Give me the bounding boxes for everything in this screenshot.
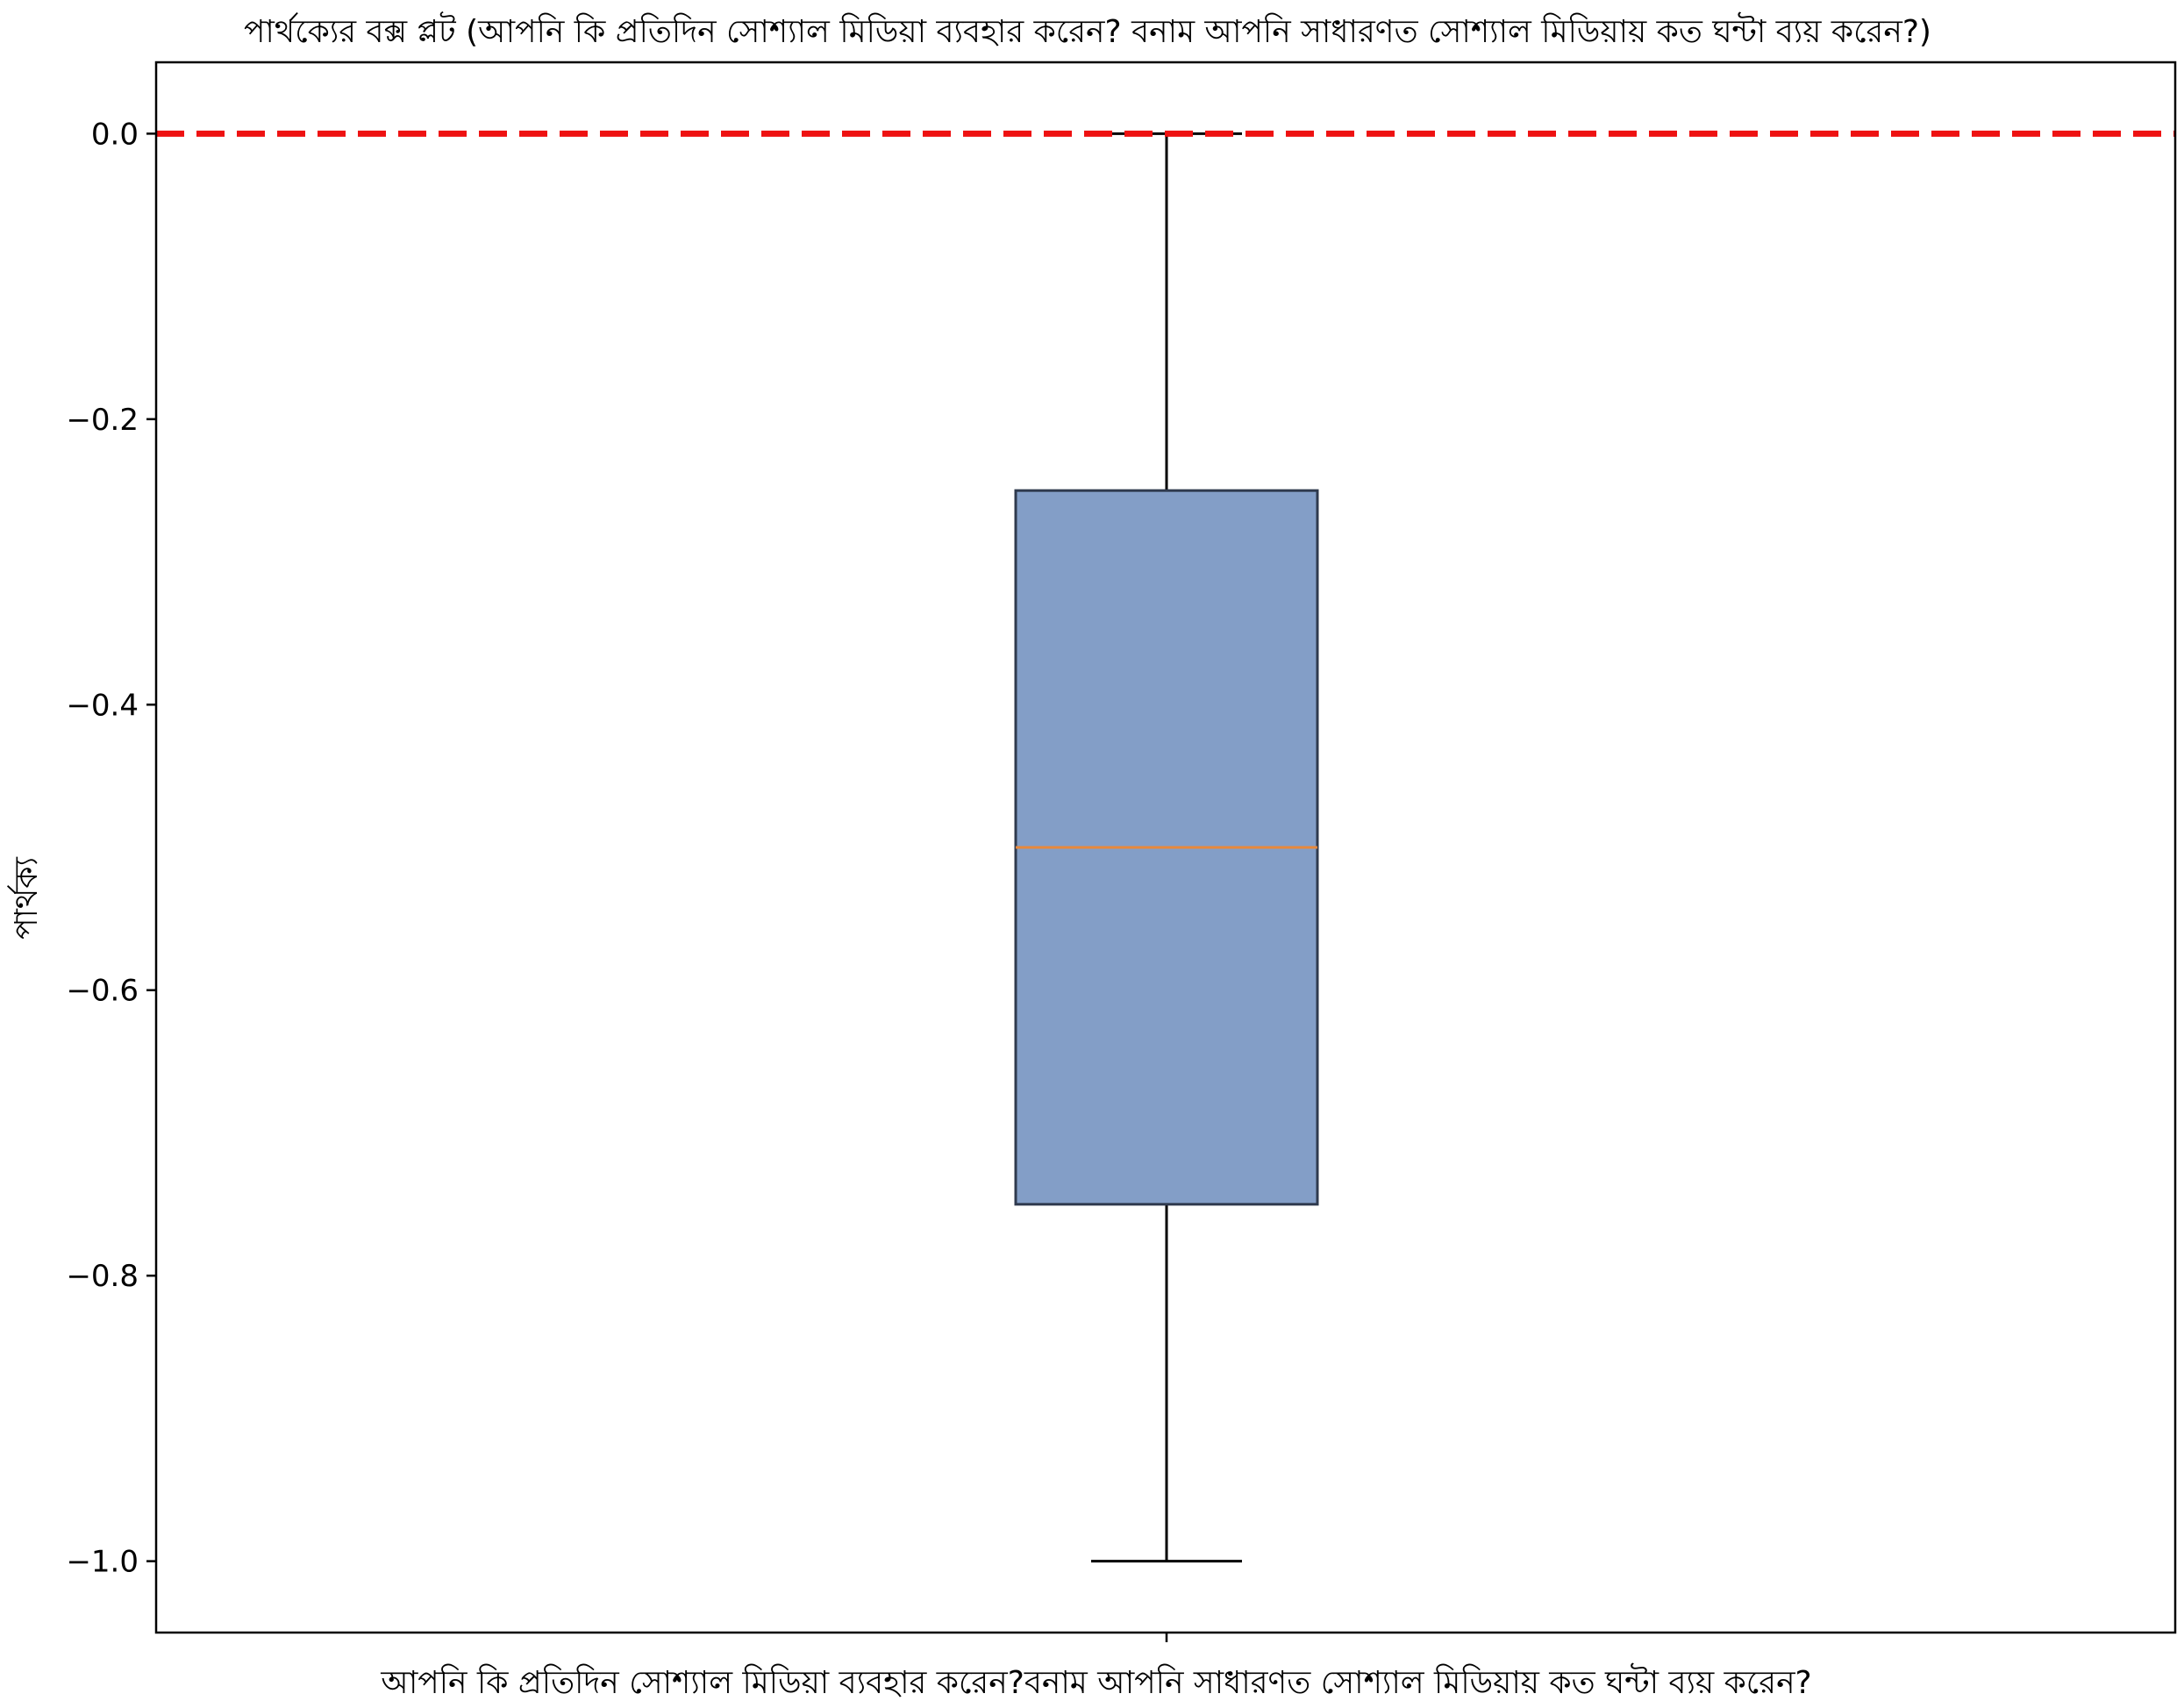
y-axis: 0.0 −0.2 −0.4 −0.6 −0.8 −1.0 xyxy=(66,117,156,1580)
y-tick-label: 0.0 xyxy=(91,117,139,152)
y-tick-label: −0.2 xyxy=(66,403,139,438)
y-tick-label: −1.0 xyxy=(66,1545,139,1580)
y-axis-label: পার্থক্য xyxy=(7,857,45,940)
y-tick-label: −0.8 xyxy=(66,1259,139,1294)
y-tick-label: −0.6 xyxy=(66,974,139,1009)
x-axis-label: আপনি কি প্রতিদিন সোশ্যাল মিডিয়া ব্যবহার… xyxy=(380,1663,1811,1701)
plot-area xyxy=(156,130,2175,1563)
chart-title: পার্থক্যের বক্স প্লট (আপনি কি প্রতিদিন স… xyxy=(244,11,1931,50)
y-tick-label: −0.4 xyxy=(66,688,139,723)
